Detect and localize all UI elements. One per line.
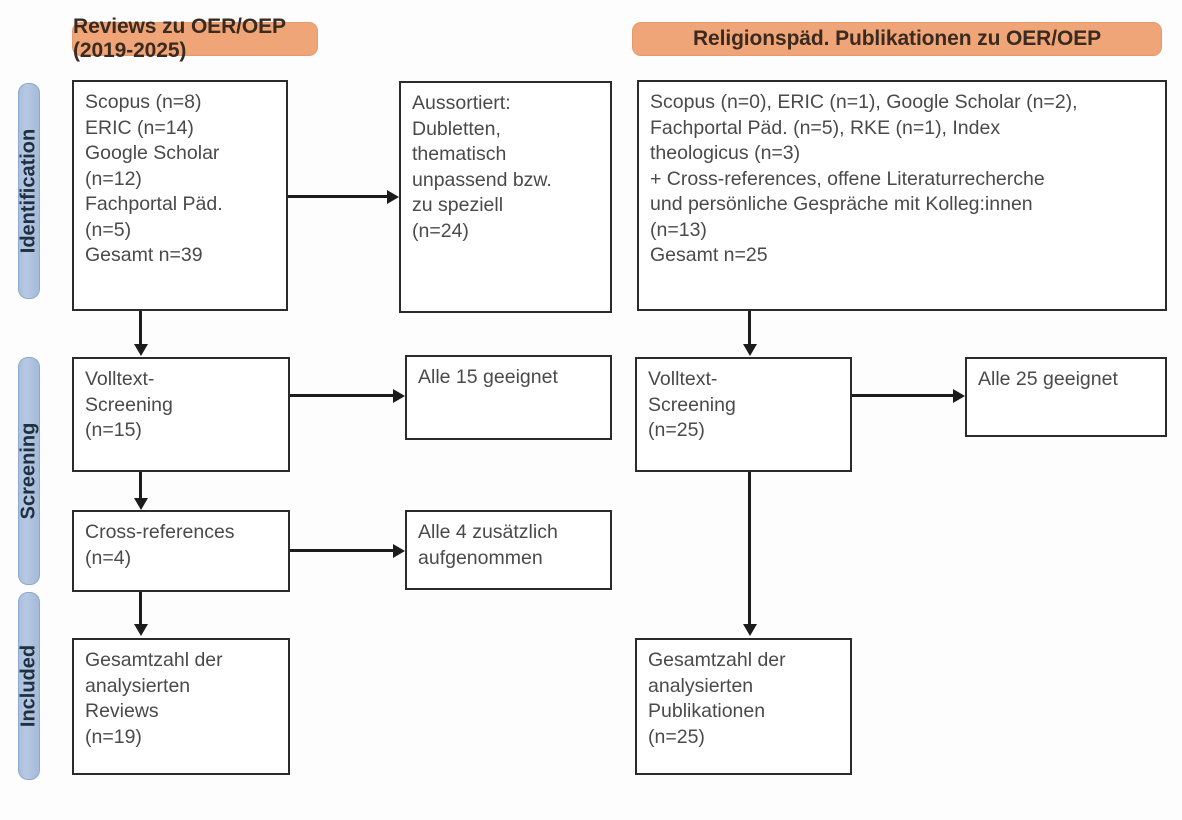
text-line: Gesamt n=39 xyxy=(85,244,203,267)
stage-label-identification: Identification xyxy=(17,128,40,254)
arrowhead-left-crossref-to-added xyxy=(393,544,405,558)
arrowhead-left-sources-to-excluded xyxy=(387,190,399,204)
box-left-excluded: Aussortiert: Dubletten, thematisch unpas… xyxy=(399,81,612,313)
text-line: Alle 25 geeignet xyxy=(978,368,1118,390)
text-line: Scopus (n=8) xyxy=(85,91,202,113)
text-line: (n=15) xyxy=(85,419,142,442)
stage-label-screening: Screening xyxy=(17,422,40,520)
connector-right-fulltext-to-eligible xyxy=(852,394,953,397)
text-line: Dubletten, xyxy=(412,117,501,140)
stage-label-included: Included xyxy=(17,644,40,728)
box-left-cross-references: Cross-references (n=4) xyxy=(72,510,290,592)
text-line: thematisch xyxy=(412,143,507,166)
connector-left-crossref-to-included xyxy=(139,592,142,625)
connector-left-sources-to-fulltext xyxy=(139,311,142,345)
text-line: (n=12) xyxy=(85,167,142,190)
box-left-included-total: Gesamtzahl der analysierten Reviews (n=1… xyxy=(72,638,290,775)
text-line: (n=4) xyxy=(85,546,132,569)
text-line: zu speziell xyxy=(412,194,504,217)
text-line: ERIC (n=14) xyxy=(85,116,194,139)
arrowhead-right-sources-to-fulltext xyxy=(743,344,757,356)
text-line: Alle 4 zusätzlich xyxy=(418,521,558,543)
text-line: Publikationen xyxy=(648,700,766,723)
box-right-included-total: Gesamtzahl der analysierten Publikatione… xyxy=(635,638,852,775)
text-line: Screening xyxy=(648,393,736,416)
box-right-fulltext-screening: Volltext- Screening (n=25) xyxy=(635,357,852,472)
text-line: Fachportal Päd. (n=5), RKE (n=1), Index xyxy=(650,116,1001,139)
text-line: Gesamtzahl der xyxy=(85,649,223,671)
stage-bar-screening: Screening xyxy=(18,357,40,585)
box-left-all-eligible: Alle 15 geeignet xyxy=(405,355,612,440)
arrowhead-right-fulltext-to-included xyxy=(743,624,757,636)
text-line: Cross-references xyxy=(85,521,235,543)
connector-left-fulltext-to-crossref xyxy=(139,472,142,499)
connector-left-sources-to-excluded xyxy=(288,195,387,198)
text-line: (n=5) xyxy=(85,218,132,241)
text-line: Reviews xyxy=(85,700,159,723)
text-line: + Cross-references, offene Literaturrech… xyxy=(650,167,1045,190)
text-line: Aussortiert: xyxy=(412,92,511,114)
text-line: (n=19) xyxy=(85,725,142,748)
arrowhead-left-fulltext-to-crossref xyxy=(134,498,148,510)
box-left-all-added: Alle 4 zusätzlich aufgenommen xyxy=(405,510,612,590)
text-line: analysierten xyxy=(85,674,191,697)
text-line: (n=25) xyxy=(648,725,705,748)
text-line: Volltext- xyxy=(85,368,155,390)
text-line: Gesamtzahl der xyxy=(648,649,786,671)
text-line: Scopus (n=0), ERIC (n=1), Google Scholar… xyxy=(650,91,1078,113)
text-line: analysierten xyxy=(648,674,754,697)
stage-bar-identification: Identification xyxy=(18,83,40,299)
text-line: Google Scholar xyxy=(85,142,220,165)
text-line: theologicus (n=3) xyxy=(650,142,801,165)
arrowhead-right-fulltext-to-eligible xyxy=(953,389,965,403)
text-line: Gesamt n=25 xyxy=(650,244,768,267)
column-header-left-label: Reviews zu OER/OEP (2019-2025) xyxy=(73,15,286,62)
text-line: (n=13) xyxy=(650,218,707,241)
connector-right-sources-to-fulltext xyxy=(748,311,751,345)
arrowhead-left-crossref-to-included xyxy=(134,624,148,636)
text-line: Screening xyxy=(85,393,173,416)
arrowhead-left-fulltext-to-eligible xyxy=(393,389,405,403)
text-line: (n=24) xyxy=(412,219,469,242)
connector-left-fulltext-to-eligible xyxy=(290,394,393,397)
text-line: unpassend bzw. xyxy=(412,168,552,191)
connector-right-fulltext-to-included xyxy=(748,472,751,625)
column-header-right: Religionspäd. Publikationen zu OER/OEP xyxy=(632,22,1162,56)
box-left-identification-sources: Scopus (n=8) ERIC (n=14) Google Scholar … xyxy=(72,80,288,311)
text-line: Alle 15 geeignet xyxy=(418,366,558,388)
box-right-identification-sources: Scopus (n=0), ERIC (n=1), Google Scholar… xyxy=(637,80,1167,311)
column-header-left: Reviews zu OER/OEP (2019-2025) xyxy=(72,15,318,62)
text-line: (n=25) xyxy=(648,419,705,442)
text-line: Volltext- xyxy=(648,368,718,390)
connector-left-crossref-to-added xyxy=(290,549,393,552)
text-line: aufgenommen xyxy=(418,546,543,569)
box-left-fulltext-screening: Volltext- Screening (n=15) xyxy=(72,357,290,472)
text-line: und persönliche Gespräche mit Kolleg:inn… xyxy=(650,193,1033,216)
box-right-all-eligible: Alle 25 geeignet xyxy=(965,357,1167,437)
arrowhead-left-sources-to-fulltext xyxy=(134,344,148,356)
column-header-right-label: Religionspäd. Publikationen zu OER/OEP xyxy=(692,27,1102,50)
text-line: Fachportal Päd. xyxy=(85,193,223,216)
stage-bar-included: Included xyxy=(18,592,40,780)
